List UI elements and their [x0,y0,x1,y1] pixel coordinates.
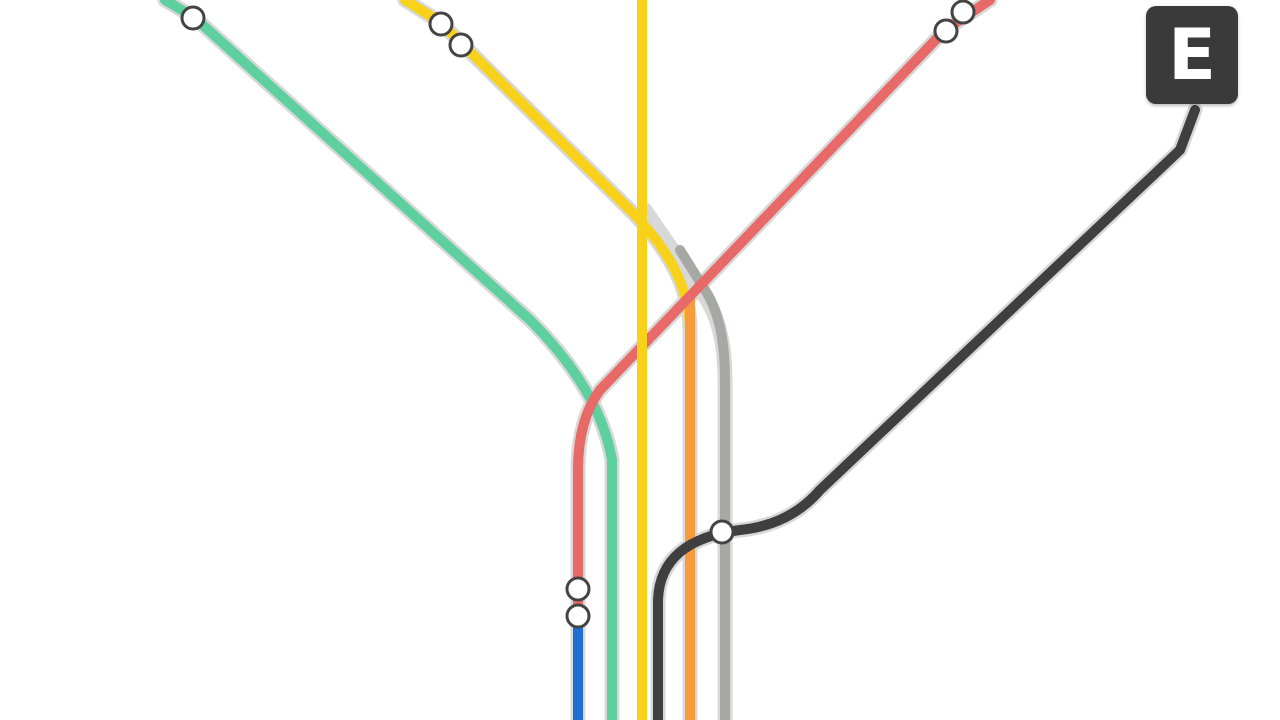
line-e-label: E [1168,14,1216,96]
line-casings [157,0,1203,720]
station[interactable] [933,18,959,44]
line-green [160,0,617,720]
station[interactable] [950,0,976,25]
station[interactable] [448,32,474,58]
line-gray [675,245,730,720]
station[interactable] [565,576,591,602]
station[interactable] [709,519,735,545]
line-yellow-diagonal [400,0,695,365]
station[interactable] [565,603,591,629]
line-red [573,0,995,625]
station[interactable] [428,11,454,37]
station[interactable] [180,5,206,31]
line-dark [653,105,1200,720]
line-e-badge[interactable]: E [1146,6,1238,104]
